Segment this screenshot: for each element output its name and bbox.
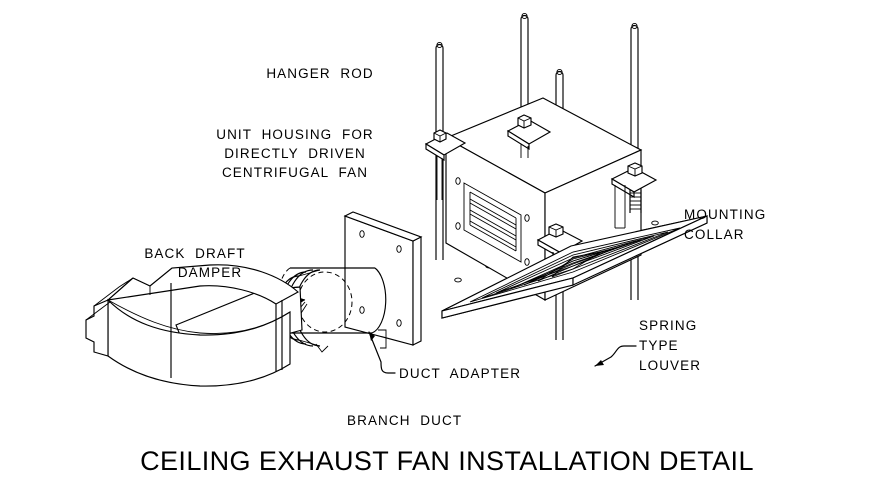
label-mounting-collar-line1: MOUNTING: [684, 207, 767, 222]
label-back-draft-damper-line1: BACK DRAFT: [144, 246, 246, 261]
label-branch-duct: BRANCH DUCT: [347, 413, 463, 428]
intake-grille: [455, 177, 530, 266]
label-spring-louver-line1: SPRING: [639, 318, 698, 333]
label-spring-louver-line3: LOUVER: [639, 358, 702, 373]
threaded-rod-4: [629, 190, 642, 213]
mounting-bracket-2: [506, 114, 552, 158]
branch-duct: [85, 264, 303, 387]
leader-lines: [368, 331, 637, 374]
duct-adapter: [277, 211, 423, 349]
louver-rings: [469, 227, 681, 303]
mounting-bracket-4: [610, 162, 658, 229]
label-unit-housing-line2: DIRECTLY DRIVEN: [224, 146, 366, 161]
label-hanger-rod: HANGER ROD: [266, 66, 374, 81]
label-unit-housing-line1: UNIT HOUSING FOR: [216, 127, 374, 142]
label-spring-louver-line2: TYPE: [639, 338, 679, 353]
drawing-title: CEILING EXHAUST FAN INSTALLATION DETAIL: [140, 446, 754, 476]
label-back-draft-damper-line2: DAMPER: [177, 265, 243, 280]
spring-type-louver: [441, 215, 708, 319]
label-mounting-collar-line2: COLLAR: [684, 227, 745, 242]
label-duct-adapter: DUCT ADAPTER: [399, 366, 522, 381]
mounting-bracket-1: [424, 129, 467, 200]
label-unit-housing-line3: CENTRIFUGAL FAN: [221, 165, 369, 180]
